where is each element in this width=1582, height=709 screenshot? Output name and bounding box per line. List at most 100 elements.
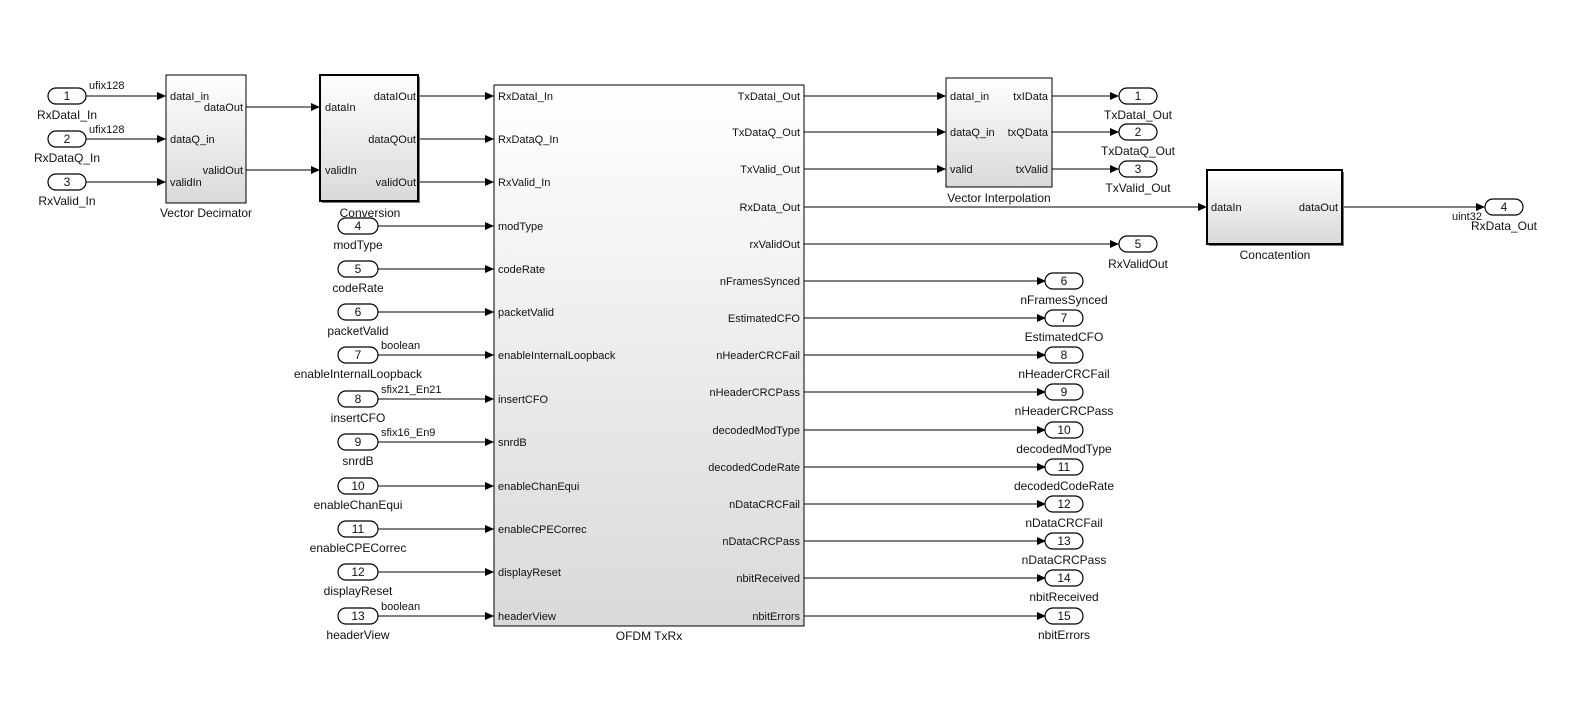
ofdm-txrx-body[interactable]	[493, 84, 805, 627]
inport-name: displayReset	[324, 584, 393, 598]
outport-number: 11	[1058, 460, 1071, 474]
vector-interpolation-body[interactable]	[945, 77, 1053, 188]
inport-shape[interactable]	[47, 87, 87, 105]
outport-shape[interactable]	[1118, 160, 1158, 178]
inport-number: 11	[352, 522, 365, 536]
ofdm-in-displayreset: displayReset	[498, 567, 561, 579]
type-label-loopback: boolean	[381, 340, 420, 352]
outport-shape[interactable]	[1118, 123, 1158, 141]
outport-shape[interactable]	[1044, 532, 1084, 550]
outport-shape[interactable]	[1044, 346, 1084, 364]
concatention-body[interactable]	[1206, 169, 1343, 245]
inport-name: packetValid	[327, 324, 388, 338]
inport-shape[interactable]	[337, 477, 379, 495]
inport-packetvalid[interactable]: 6 packetValid	[327, 303, 389, 338]
ofdm-input-port-labels: RxDataI_InRxDataQ_InRxValid_InmodTypecod…	[498, 91, 616, 623]
block-concatention[interactable]: dataIn dataOut Concatention	[1206, 169, 1344, 262]
ofdm-in-rxvalid-in: RxValid_In	[498, 177, 550, 189]
outport-shape[interactable]	[1044, 309, 1084, 327]
ofdm-out-nframessynced: nFramesSynced	[720, 276, 800, 288]
interp-in-datai: dataI_in	[950, 91, 989, 103]
inport-coderate[interactable]: 5 codeRate	[332, 260, 384, 295]
inport-shape[interactable]	[47, 173, 87, 191]
outport-number: 12	[1057, 497, 1071, 511]
inport-shape[interactable]	[47, 130, 87, 148]
outport-name: TxDataI_Out	[1104, 108, 1173, 122]
inport-number: 5	[355, 262, 362, 276]
outport-name: TxValid_Out	[1105, 181, 1171, 195]
decimator-in-dataq: dataQ_in	[170, 134, 215, 146]
inport-shape[interactable]	[337, 303, 379, 321]
ofdm-out-ndatacrcpass: nDataCRCPass	[722, 536, 800, 548]
outport-name: decodedModType	[1016, 442, 1112, 456]
inport-number: 4	[355, 219, 362, 233]
inport-shape[interactable]	[337, 563, 379, 581]
outport-number: 14	[1057, 571, 1071, 585]
inport-shape[interactable]	[337, 607, 379, 625]
ofdm-in-rxdataq-in: RxDataQ_In	[498, 134, 559, 146]
inport-displayreset[interactable]: 12 displayReset	[324, 563, 393, 598]
inport-number: 6	[355, 305, 362, 319]
vector-decimator-body[interactable]	[165, 74, 247, 204]
block-vector-interpolation[interactable]: dataI_in dataQ_in valid txIData txQData …	[945, 77, 1053, 205]
interp-out-txvalid: txValid	[1016, 164, 1048, 176]
inport-number: 12	[351, 565, 365, 579]
block-ofdm-txrx[interactable]: RxDataI_InRxDataQ_InRxValid_InmodTypecod…	[493, 84, 805, 643]
inport-shape[interactable]	[337, 346, 379, 364]
ofdm-in-coderate: codeRate	[498, 264, 545, 276]
inport-number: 8	[355, 392, 362, 406]
inport-name: RxValid_In	[38, 194, 95, 208]
block-conversion[interactable]: dataIn validIn dataIOut dataQOut validOu…	[319, 74, 420, 220]
conversion-body[interactable]	[319, 74, 419, 202]
ofdm-in-insertcfo: insertCFO	[498, 394, 549, 406]
inport-shape[interactable]	[337, 433, 379, 451]
outport-shape[interactable]	[1044, 383, 1084, 401]
block-vector-decimator[interactable]: dataI_in dataQ_in validIn dataOut validO…	[160, 74, 252, 220]
outport-shape[interactable]	[1044, 421, 1084, 439]
inport-name: codeRate	[332, 281, 384, 295]
decimator-out-valid: validOut	[203, 165, 243, 177]
outport-shape[interactable]	[1484, 198, 1524, 216]
inport-number: 2	[64, 132, 71, 146]
inport-shape[interactable]	[337, 260, 379, 278]
conversion-out-valid: validOut	[376, 177, 416, 189]
outport-shape[interactable]	[1044, 272, 1084, 290]
inport-shape[interactable]	[337, 217, 379, 235]
outport-shape[interactable]	[1044, 607, 1084, 625]
outport-name: nbitErrors	[1038, 628, 1090, 642]
type-label-rx-i: ufix128	[89, 80, 124, 92]
inport-name: RxDataI_In	[37, 108, 97, 122]
outport-shape[interactable]	[1118, 87, 1158, 105]
inport-shape[interactable]	[337, 520, 379, 538]
outport-shape[interactable]	[1118, 235, 1158, 253]
inport-shape[interactable]	[337, 390, 379, 408]
outport-shape[interactable]	[1044, 458, 1084, 476]
outport-shape[interactable]	[1044, 569, 1084, 587]
outport-shape[interactable]	[1044, 495, 1084, 513]
